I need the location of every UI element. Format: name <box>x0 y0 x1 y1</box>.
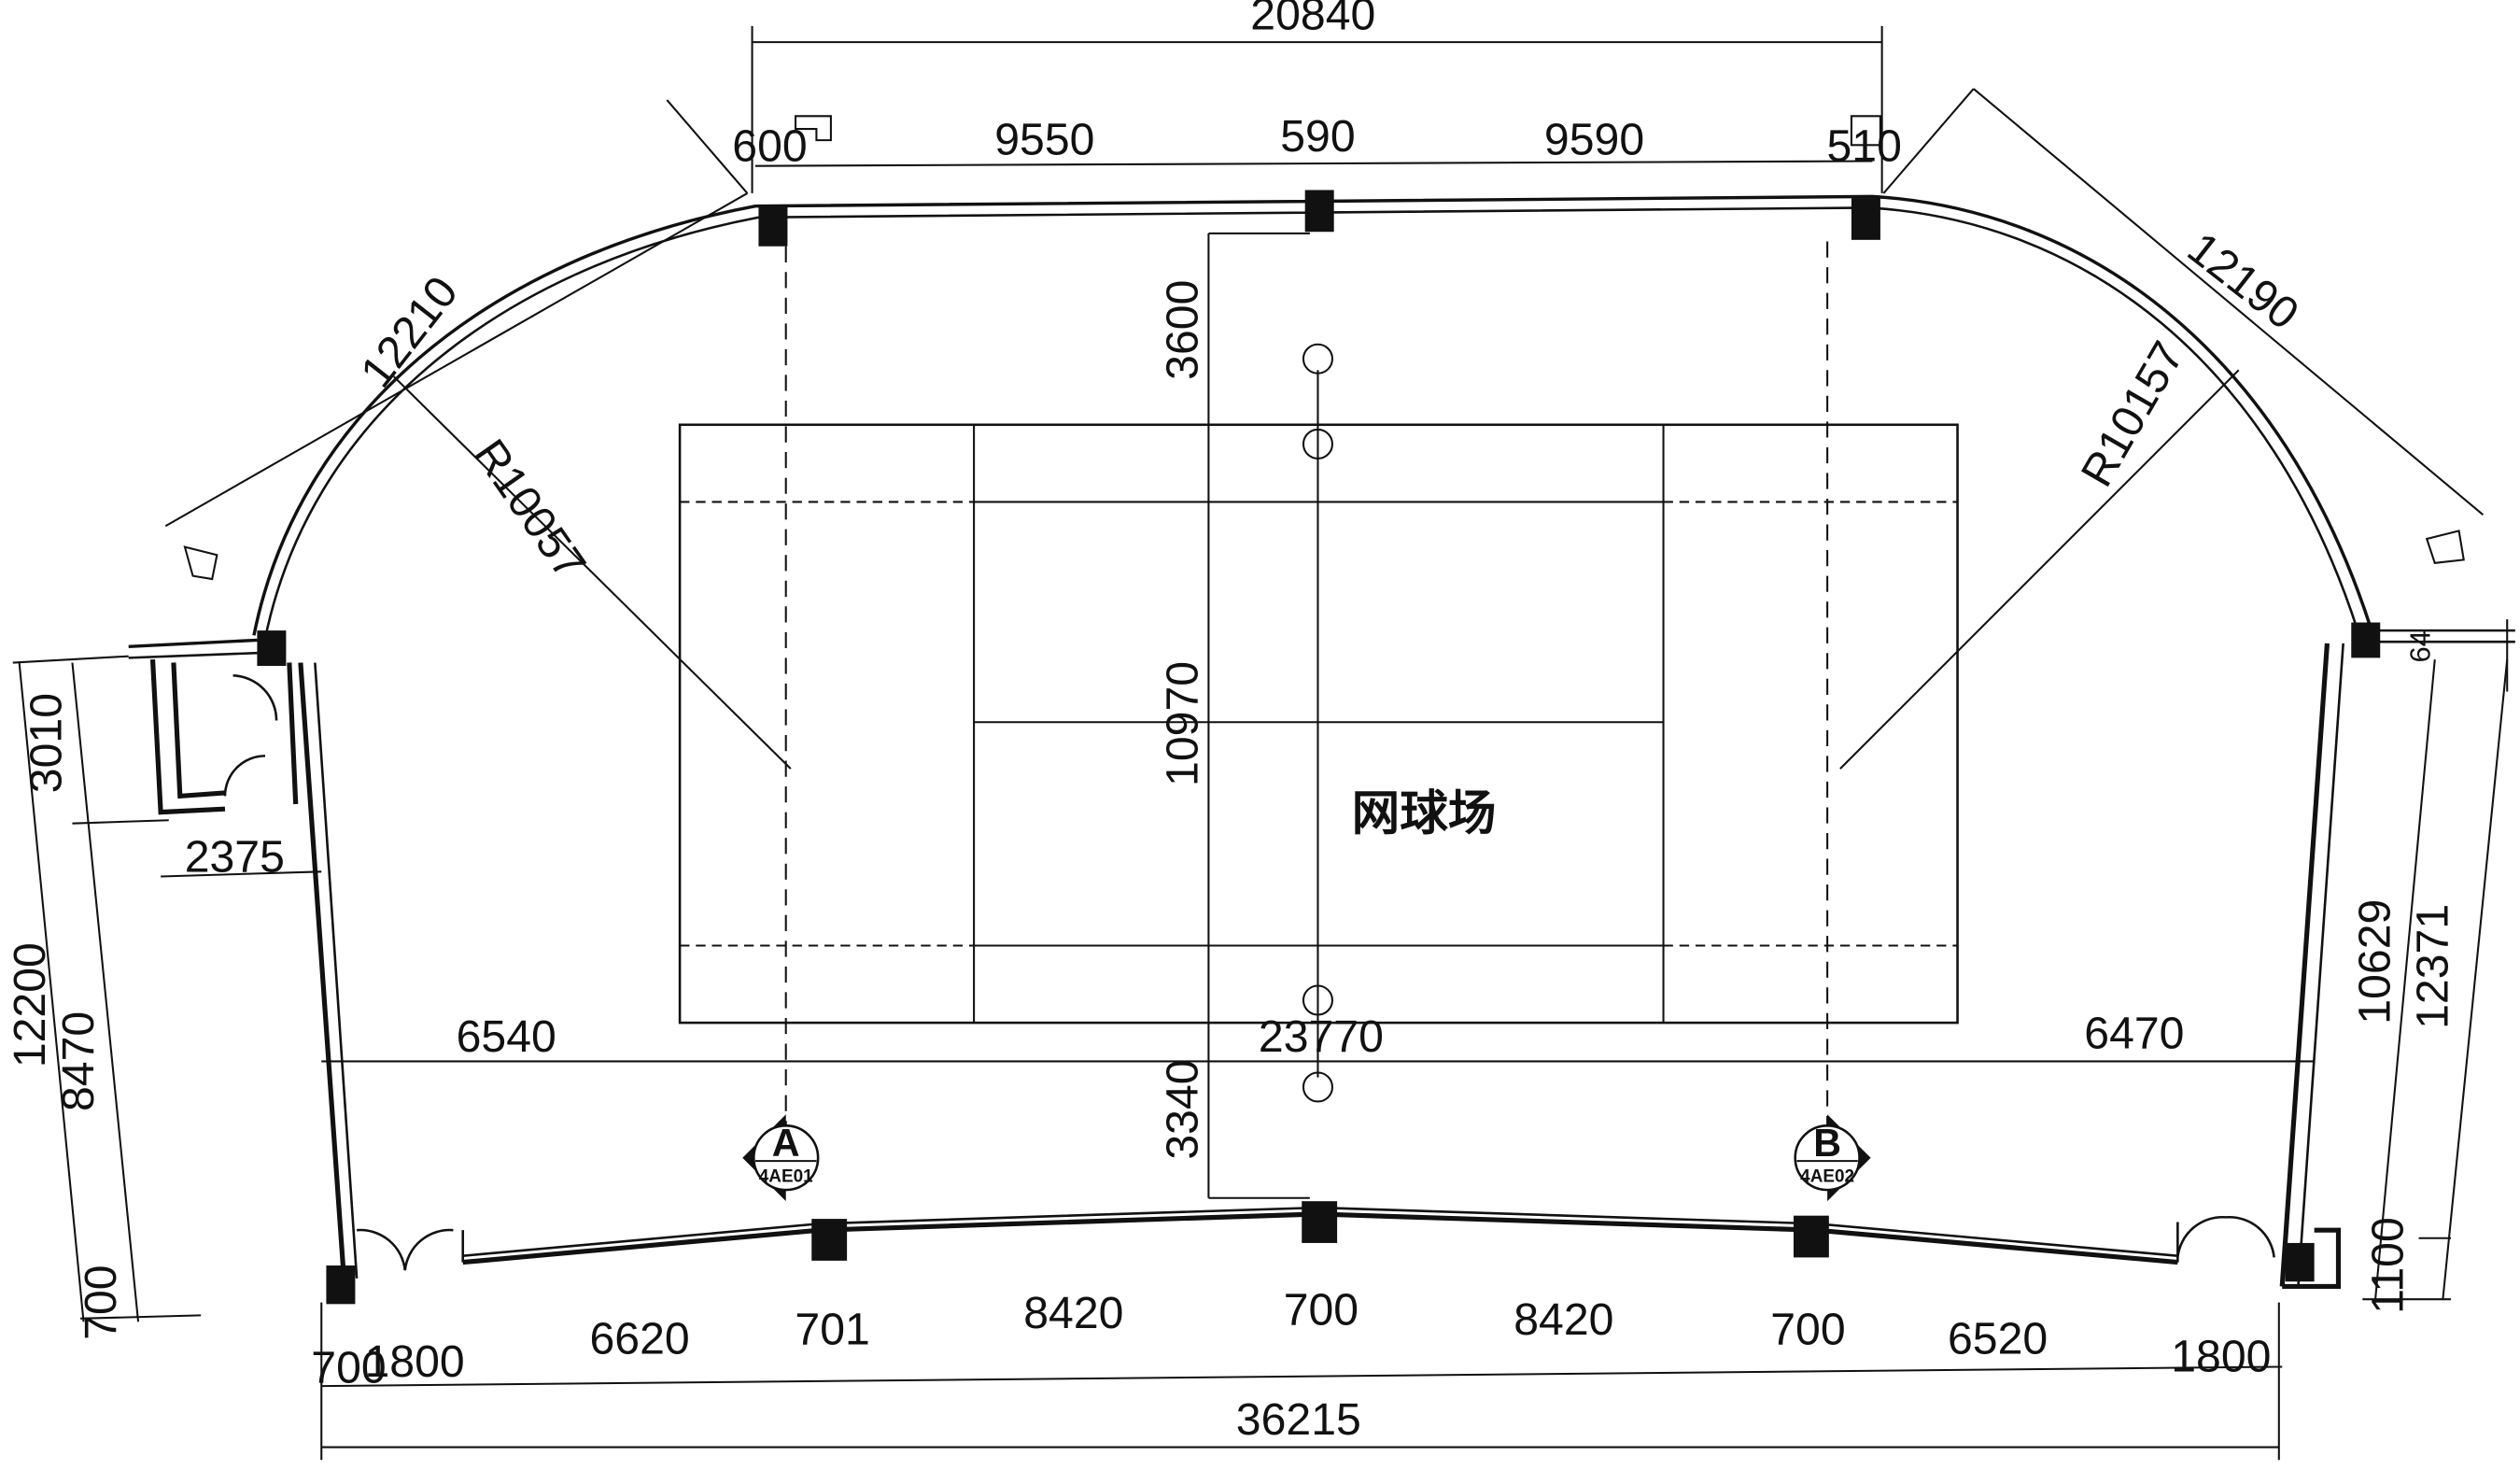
left-small-room <box>149 658 226 815</box>
misc-symbols <box>183 115 2465 581</box>
left-top-wall <box>128 638 258 649</box>
dim-right-overall: 12371 <box>2408 904 2458 1029</box>
dim-radius-right: R10157 <box>2071 333 2193 495</box>
section-marker-a-sheet: 4AE01 <box>759 1167 813 1187</box>
dimension-lines <box>12 25 2509 1461</box>
dim-court-right-offset: 6470 <box>2084 1009 2184 1059</box>
net-post <box>1302 1071 1333 1103</box>
dim-court-width: 10970 <box>1157 661 1207 786</box>
dim-bottom-door-left: 1800 <box>364 1336 464 1387</box>
door-left <box>357 1228 465 1271</box>
dim-bottom-span-2: 8420 <box>1023 1288 1123 1338</box>
column <box>326 1265 356 1305</box>
left-room-partition <box>287 662 299 805</box>
right-wall-outer <box>2279 643 2330 1287</box>
dim-bottom-span-4: 6520 <box>1948 1314 2048 1364</box>
column <box>257 630 287 666</box>
net-post <box>1302 428 1333 459</box>
column <box>1302 1201 1338 1243</box>
column <box>758 204 788 247</box>
dim-bottom-col-left: 700 <box>311 1343 386 1393</box>
dim-court-left-offset: 6540 <box>457 1011 556 1062</box>
dim-radius-left: R10057 <box>464 431 596 588</box>
section-marker-a-letter: A <box>772 1122 800 1165</box>
dim-bottom-span-1: 6620 <box>589 1314 689 1364</box>
column <box>1851 198 1880 240</box>
dim-bottom-col-2: 701 <box>795 1304 869 1354</box>
dim-left-overall: 12200 <box>5 942 55 1067</box>
dim-right-top: 64 <box>2404 630 2437 662</box>
dim-bottom-overall: 36215 <box>1236 1394 1361 1445</box>
dim-top-col-mid: 590 <box>1280 111 1355 162</box>
section-marker-a: A 4AE01 <box>742 1114 820 1202</box>
left-room-door-swing <box>223 674 278 797</box>
dim-bottom-span-3: 8420 <box>1513 1294 1613 1345</box>
section-lines: A 4AE01 B 4AE02 <box>742 241 1871 1202</box>
dim-left-lower: 8470 <box>53 1011 104 1111</box>
structural-columns <box>257 190 2381 1305</box>
curved-wall-inner <box>263 206 2359 639</box>
right-wall-inner <box>2297 643 2344 1287</box>
left-wall-outer <box>298 662 346 1279</box>
dim-top-col-right: 510 <box>1827 120 1902 171</box>
dim-left-bottom: 700 <box>76 1265 126 1339</box>
net-post <box>1302 984 1333 1016</box>
column <box>1793 1215 1829 1258</box>
dim-court-bottom-offset: 3340 <box>1157 1059 1207 1159</box>
column <box>2351 622 2381 658</box>
section-marker-b-sheet: 4AE02 <box>1800 1167 1854 1187</box>
dim-court-length: 23770 <box>1259 1011 1384 1062</box>
column <box>1304 190 1334 233</box>
dim-arc-chord-right: 12190 <box>2178 223 2308 340</box>
dim-court-top-offset: 3600 <box>1157 280 1207 380</box>
dim-top-span-left: 9550 <box>994 115 1094 165</box>
dim-left-room: 3010 <box>21 693 71 793</box>
room-label: 网球场 <box>1352 786 1497 842</box>
dim-bottom-door-right: 1800 <box>2171 1332 2271 1382</box>
dim-bottom-col-4: 700 <box>1770 1304 1845 1354</box>
dim-right-inner: 10629 <box>2350 899 2400 1025</box>
section-marker-b-letter: B <box>1813 1122 1841 1165</box>
dim-right-bottom: 1100 <box>2362 1217 2413 1314</box>
tennis-court: 网球场 <box>678 343 1959 1103</box>
left-wall-inner <box>314 662 359 1279</box>
section-marker-b: B 4AE02 <box>1794 1114 1871 1202</box>
dim-bottom-col-3: 700 <box>1284 1285 1359 1336</box>
left-top-wall-inner <box>128 651 258 659</box>
door-right <box>2176 1215 2275 1263</box>
dim-left-room-width: 2375 <box>185 831 285 882</box>
right-corner-room <box>2282 1227 2342 1289</box>
column <box>811 1219 848 1261</box>
dim-top-overall: 20840 <box>1250 0 1375 39</box>
column <box>2285 1242 2315 1282</box>
net-post <box>1302 343 1333 375</box>
dim-top-span-right: 9590 <box>1544 115 1644 165</box>
